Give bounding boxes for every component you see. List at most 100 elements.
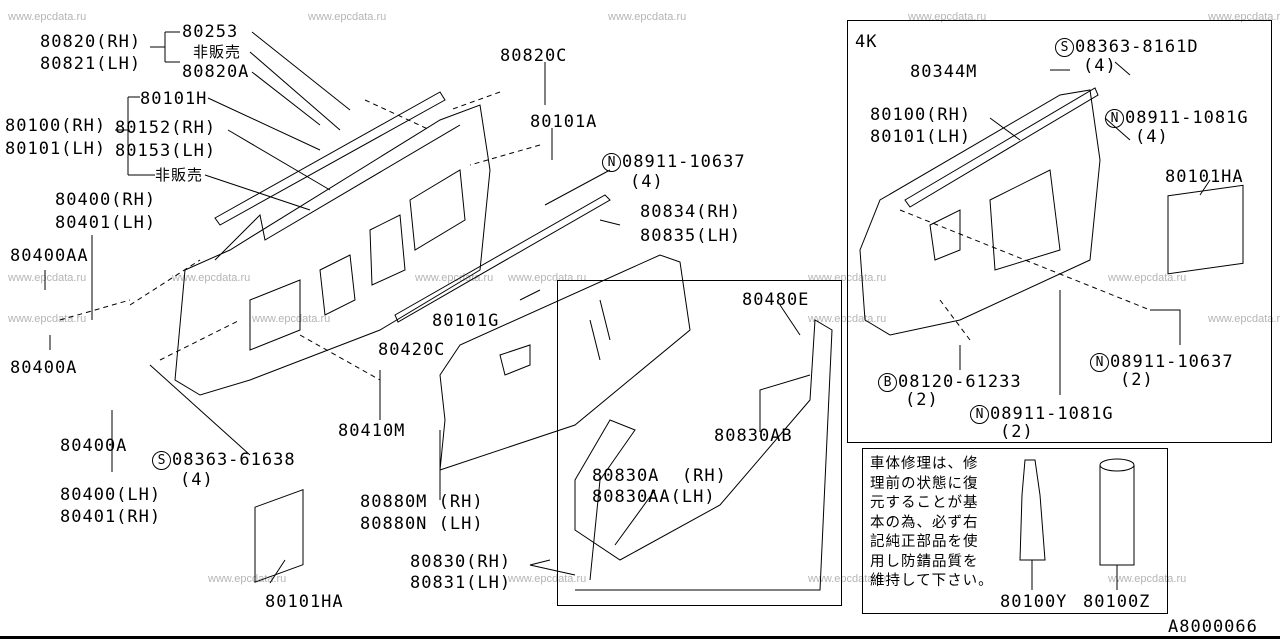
- part-80152-rh: 80152(RH): [115, 118, 217, 138]
- part-80101-lh-4k: 80101(LH): [870, 127, 972, 147]
- door-frame: [214, 124, 461, 261]
- weatherstrip: [574, 319, 833, 591]
- part-80401-lh: 80401(LH): [55, 213, 157, 233]
- n-circle-icon: N: [1090, 353, 1109, 372]
- watermark: www.epcdata.ru: [1108, 573, 1187, 585]
- watermark: www.epcdata.ru: [8, 272, 87, 284]
- part-80835-lh: 80835(LH): [640, 226, 742, 246]
- part-80880m-rh: 80880M (RH): [360, 492, 484, 512]
- s-circle-icon: S: [1055, 38, 1074, 57]
- part-number: 08911-10637: [622, 152, 746, 172]
- watermark: www.epcdata.ru: [415, 272, 494, 284]
- qty-4: (4): [180, 470, 214, 490]
- watermark: www.epcdata.ru: [8, 11, 87, 23]
- part-number: 08120-61233: [898, 372, 1022, 392]
- weatherstrip-detail-box: [557, 280, 842, 606]
- part-80820a: 80820A: [182, 62, 250, 82]
- part-80834-rh: 80834(RH): [640, 202, 742, 222]
- part-number: 08363-61638: [172, 450, 296, 470]
- part-80400a: 80400A: [10, 358, 78, 378]
- qty-4: (4): [1083, 56, 1117, 76]
- part-80400-lh: 80400(LH): [60, 485, 162, 505]
- qty-4: (4): [630, 172, 664, 192]
- watermark: www.epcdata.ru: [808, 573, 887, 585]
- part-80100-rh-4k: 80100(RH): [870, 105, 972, 125]
- s-circle-icon: S: [152, 451, 171, 470]
- watermark: www.epcdata.ru: [1208, 313, 1280, 325]
- part-80100-rh: 80100(RH): [5, 116, 107, 136]
- part-80153-lh: 80153(LH): [115, 141, 217, 161]
- part-80830a-rh: 80830A (RH): [592, 466, 727, 486]
- door-panel: [174, 104, 491, 396]
- sealer-sheet: [254, 489, 304, 583]
- part-80101-lh: 80101(LH): [5, 139, 107, 159]
- part-80831-lh: 80831(LH): [410, 573, 512, 593]
- part-number: 08911-1081G: [990, 404, 1114, 424]
- variant-4k-label: 4K: [855, 32, 878, 52]
- sealer-sheet-4k: [1167, 184, 1244, 275]
- part-80101a: 80101A: [530, 112, 598, 132]
- outer-molding: [394, 194, 611, 323]
- diagram-id: A8000066: [1168, 617, 1258, 637]
- part-80880n-lh: 80880N (LH): [360, 514, 484, 534]
- door-glass: [439, 254, 691, 471]
- watermark: www.epcdata.ru: [508, 272, 587, 284]
- 4k-door-panel: [859, 89, 1101, 336]
- window-sash: [214, 91, 446, 226]
- b-circle-icon: B: [878, 373, 897, 392]
- part-80410m: 80410M: [338, 421, 406, 441]
- part-80100y: 80100Y: [1000, 592, 1068, 612]
- part-80101h: 80101H: [140, 89, 208, 109]
- watermark: www.epcdata.ru: [252, 313, 331, 325]
- part-80400-rh: 80400(RH): [55, 190, 157, 210]
- part-number: 08363-8161D: [1075, 37, 1199, 57]
- n-circle-icon: N: [970, 405, 989, 424]
- part-80400a-2: 80400A: [60, 436, 128, 456]
- part-80401-rh: 80401(RH): [60, 507, 162, 527]
- sealant-tube: [1019, 459, 1046, 561]
- qty-4: (4): [1135, 127, 1169, 147]
- not-for-sale-2: 非販売: [155, 166, 204, 184]
- watermark: www.epcdata.ru: [172, 272, 251, 284]
- spray-can: [1099, 458, 1135, 566]
- part-80820c: 80820C: [500, 46, 568, 66]
- part-80830ab: 80830AB: [714, 426, 793, 446]
- part-80820-rh: 80820(RH): [40, 32, 142, 52]
- 4k-variant-box: [847, 20, 1272, 443]
- watermark: www.epcdata.ru: [1108, 272, 1187, 284]
- part-80253: 80253: [182, 22, 239, 42]
- watermark: www.epcdata.ru: [508, 573, 587, 585]
- part-80821-lh: 80821(LH): [40, 54, 142, 74]
- part-80101ha: 80101HA: [265, 592, 344, 612]
- qty-2: (2): [905, 390, 939, 410]
- not-for-sale-1: 非販売: [193, 43, 242, 61]
- watermark: www.epcdata.ru: [208, 573, 287, 585]
- part-80101g: 80101G: [432, 311, 500, 331]
- repair-note: 車体修理は、修 理前の状態に復 元することが基 本の為、必ず右 記純正部品を使 …: [870, 456, 994, 589]
- qty-2: (2): [1120, 370, 1154, 390]
- part-number: 08911-1081G: [1125, 108, 1249, 128]
- qty-2: (2): [1000, 422, 1034, 442]
- part-80830aa-lh: 80830AA(LH): [592, 487, 716, 507]
- part-80830-rh: 80830(RH): [410, 552, 512, 572]
- note-box: [862, 448, 1168, 614]
- part-80420c: 80420C: [378, 340, 446, 360]
- part-number: 08911-10637: [1110, 352, 1234, 372]
- part-80101ha-4k: 80101HA: [1165, 167, 1244, 187]
- bottom-rule: [0, 636, 1280, 639]
- n-circle-icon: N: [1105, 109, 1124, 128]
- watermark: www.epcdata.ru: [8, 313, 87, 325]
- watermark: www.epcdata.ru: [308, 11, 387, 23]
- watermark: www.epcdata.ru: [608, 11, 687, 23]
- part-80100z: 80100Z: [1083, 592, 1151, 612]
- n-circle-icon: N: [602, 153, 621, 172]
